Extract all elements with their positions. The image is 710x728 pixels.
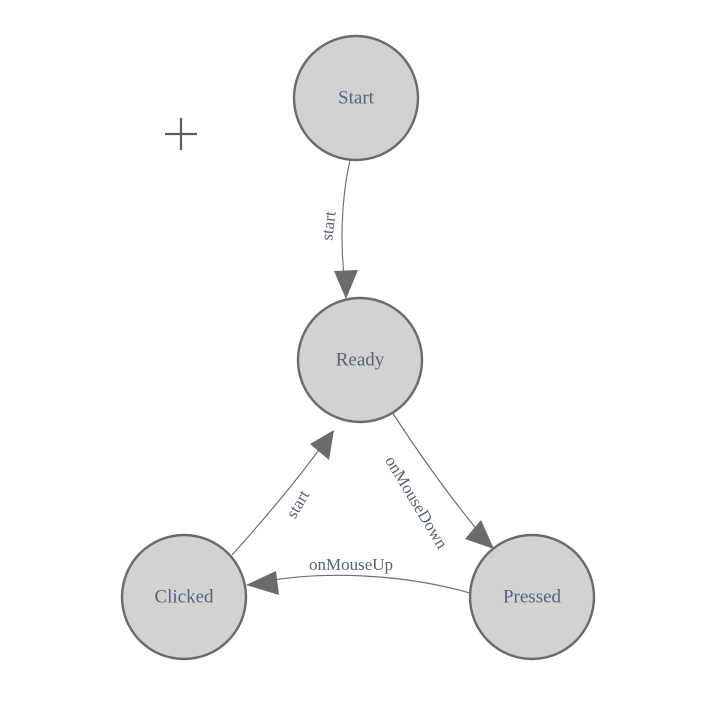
edge-path-start-to-ready [341, 159, 351, 286]
edge-ready-to-pressed[interactable]: onMouseDown [381, 411, 494, 552]
edge-path-clicked-to-ready [231, 442, 325, 556]
node-ready[interactable]: Ready [296, 296, 424, 424]
edge-label-pressed-to-clicked: onMouseUp [309, 555, 393, 574]
edge-path-ready-to-pressed [391, 411, 485, 539]
edge-label-ready-to-pressed: onMouseDown [381, 452, 452, 552]
edge-start-to-ready[interactable]: start [317, 159, 358, 299]
node-label-pressed: Pressed [503, 586, 562, 607]
arrowhead-into-ready-bottom [310, 430, 334, 460]
arrowhead-into-clicked [246, 571, 279, 595]
node-circle-pressed [468, 533, 596, 661]
crosshair-icon[interactable] [165, 118, 197, 150]
node-label-start: Start [338, 87, 375, 108]
edge-label-start-to-ready: start [317, 210, 339, 242]
edge-pressed-to-clicked[interactable]: onMouseUp [246, 555, 471, 595]
edge-path-pressed-to-clicked [261, 574, 471, 594]
node-label-ready: Ready [336, 349, 385, 370]
node-start[interactable]: Start [292, 34, 420, 162]
arrowhead-into-ready-top [334, 270, 358, 299]
edge-clicked-to-ready[interactable]: start [231, 430, 334, 556]
node-circle-start [292, 34, 420, 162]
node-pressed[interactable]: Pressed [468, 533, 596, 661]
arrowhead-into-pressed [465, 520, 494, 549]
node-label-clicked: Clicked [154, 586, 214, 607]
node-circle-ready [296, 296, 424, 424]
node-clicked[interactable]: Clicked [120, 533, 248, 661]
node-circle-clicked [120, 533, 248, 661]
